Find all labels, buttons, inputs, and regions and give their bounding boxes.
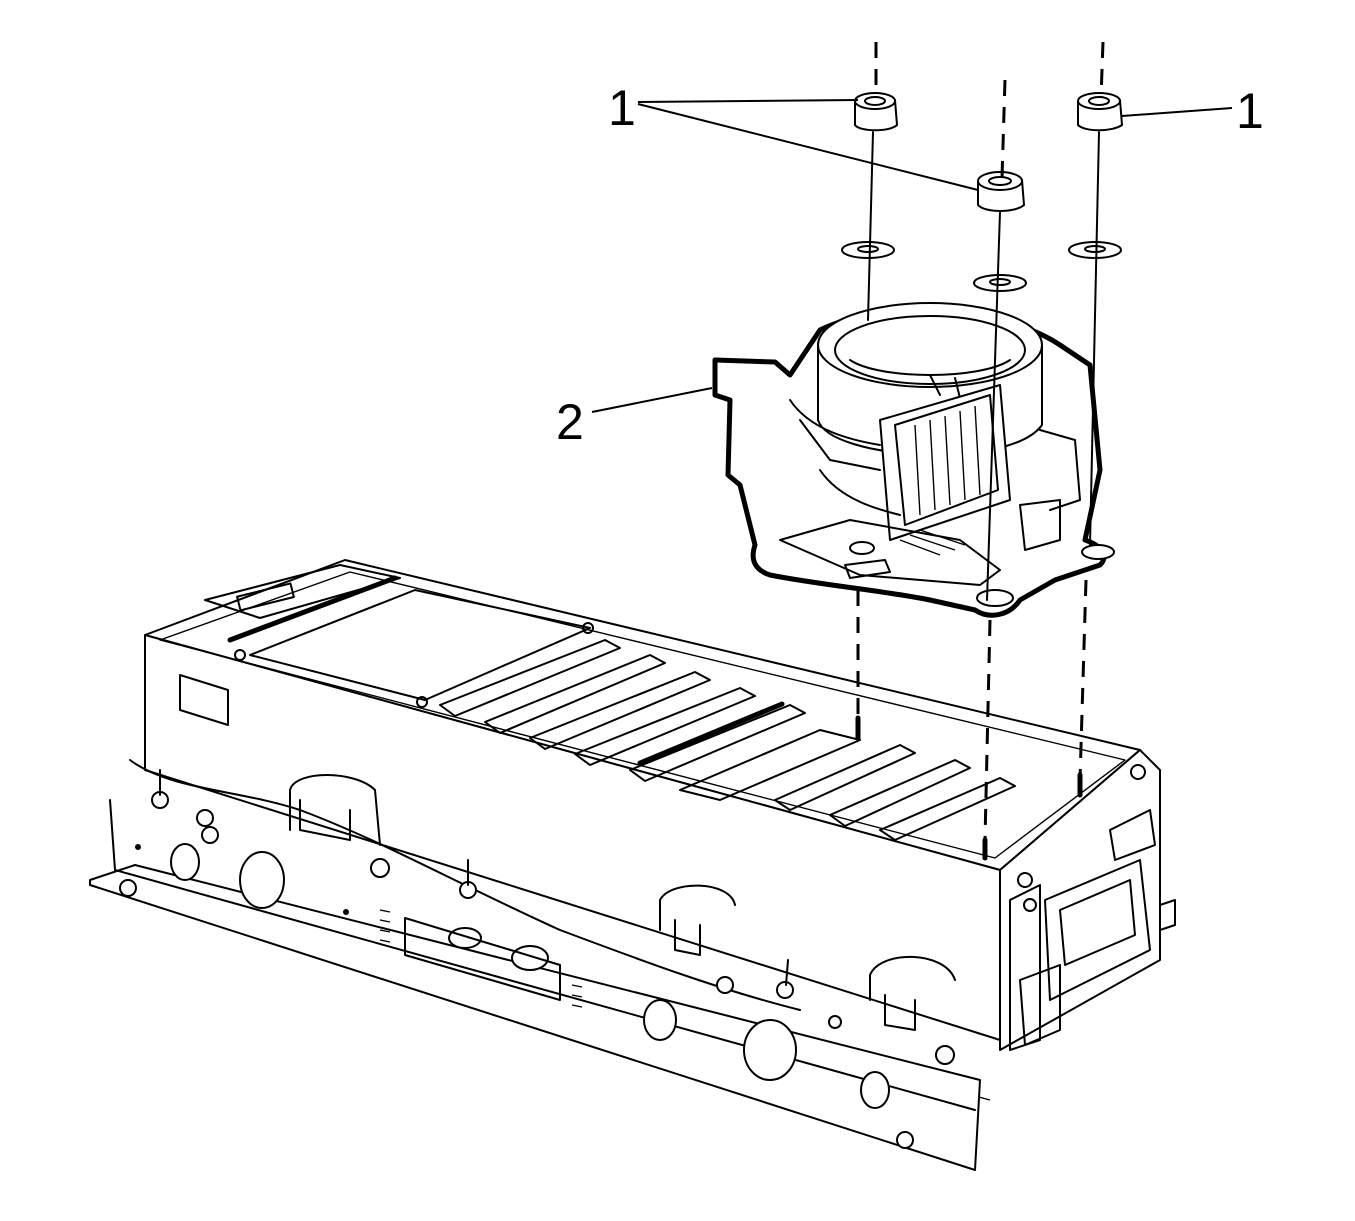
callout-fastener-left: 1: [608, 80, 636, 136]
assembly-axes: [855, 41, 1105, 861]
fasteners: [841, 92, 1123, 292]
end-connector: [1009, 764, 1176, 1051]
rail-holes: [170, 843, 890, 1109]
leader-lines: [591, 99, 1233, 413]
callout-component: 2: [556, 394, 584, 450]
outlet-louvers: [914, 405, 981, 516]
washers: [841, 241, 1122, 292]
battery-pack: [89, 559, 1176, 1171]
nut-right: [1077, 92, 1123, 132]
blower-assembly: [712, 302, 1115, 618]
cell-ribs: [439, 639, 1016, 841]
callout-fastener-right: 1: [1236, 83, 1264, 139]
nut-left: [854, 92, 898, 132]
nut-center: [977, 171, 1025, 212]
rail-studs: [119, 769, 955, 1149]
